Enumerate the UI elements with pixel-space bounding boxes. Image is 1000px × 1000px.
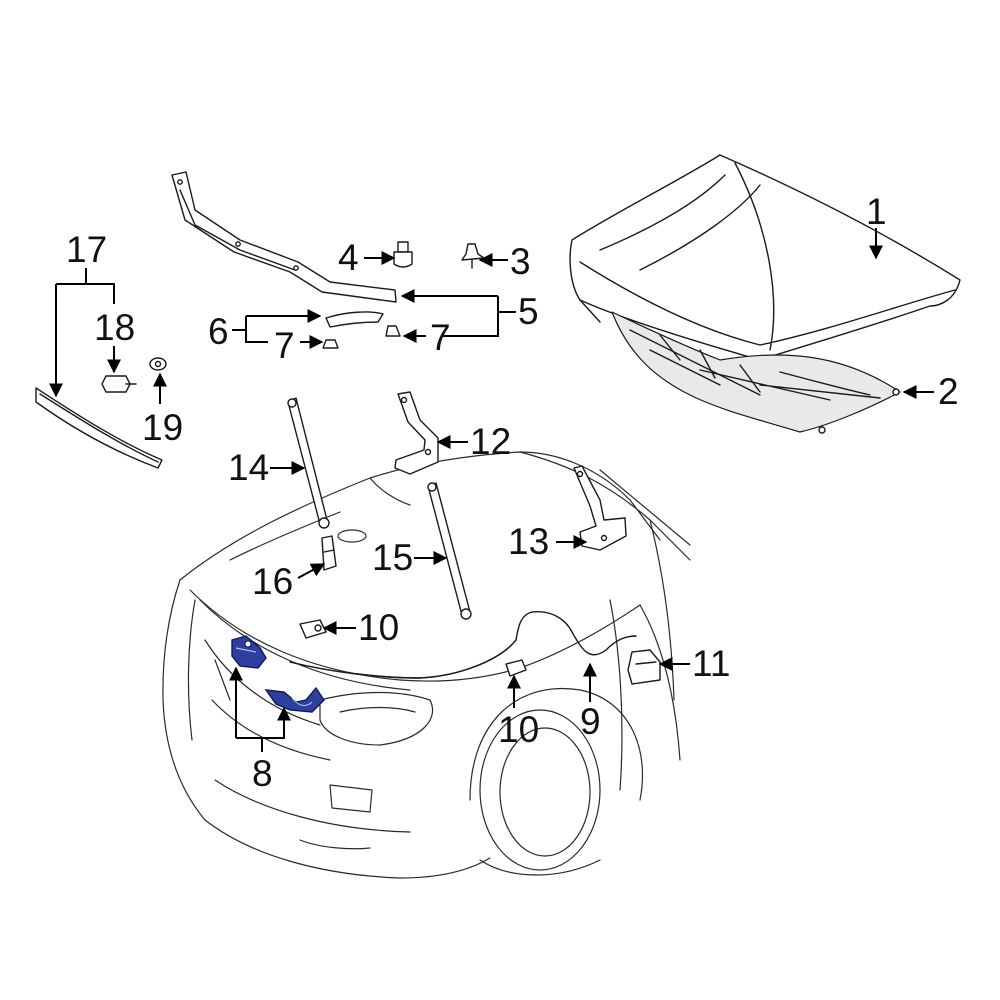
hood-seal-short	[325, 311, 384, 328]
clip-part-7-right	[385, 325, 401, 337]
hood-hinge-left	[394, 391, 439, 475]
clip-part-3	[461, 243, 485, 269]
nut-part-19	[149, 357, 167, 371]
callout-10-lower: 10	[498, 709, 539, 750]
front-molding	[35, 387, 163, 469]
callout-6: 6	[208, 311, 229, 352]
striker-part-10-upper	[299, 619, 327, 639]
striker-part-10-lower	[505, 659, 527, 677]
callout-4: 4	[338, 237, 359, 278]
callout-18: 18	[94, 307, 135, 348]
callout-16: 16	[252, 561, 293, 602]
hood-strut-left	[287, 397, 330, 529]
screw-part-18	[101, 375, 137, 393]
bracket-part-16	[321, 535, 337, 571]
callout-2: 2	[938, 371, 959, 412]
callout-17: 17	[66, 229, 107, 270]
callout-numbers: 1 2 3 4 5 6 7 7 8 9 10 10 11 12 13 14 15…	[66, 191, 959, 794]
callout-8: 8	[252, 753, 273, 794]
hood-lock-assembly	[231, 635, 325, 713]
callout-1: 1	[866, 191, 887, 232]
bracket-part-11	[627, 649, 661, 685]
clip-part-7-left	[322, 339, 339, 349]
callout-3: 3	[510, 241, 531, 282]
hood-seal-long	[171, 171, 397, 303]
hood-strut-right	[427, 482, 472, 620]
callout-5: 5	[518, 291, 539, 332]
callout-7-right: 7	[430, 317, 451, 358]
hood-panel	[569, 154, 961, 361]
callout-13: 13	[508, 521, 549, 562]
release-cable	[289, 611, 637, 679]
hood-hinge-right	[573, 465, 627, 551]
callout-14: 14	[228, 447, 269, 488]
callout-10-upper: 10	[358, 607, 399, 648]
callout-7-left: 7	[274, 325, 295, 366]
callout-19: 19	[142, 407, 183, 448]
callout-12: 12	[470, 421, 511, 462]
hood-insulator	[611, 311, 901, 434]
callout-11: 11	[692, 643, 730, 684]
car-body	[162, 451, 691, 879]
bumper-stop-part-4	[393, 241, 413, 268]
callout-15: 15	[372, 537, 413, 578]
leader-lines	[49, 228, 934, 752]
callout-9: 9	[580, 701, 601, 742]
